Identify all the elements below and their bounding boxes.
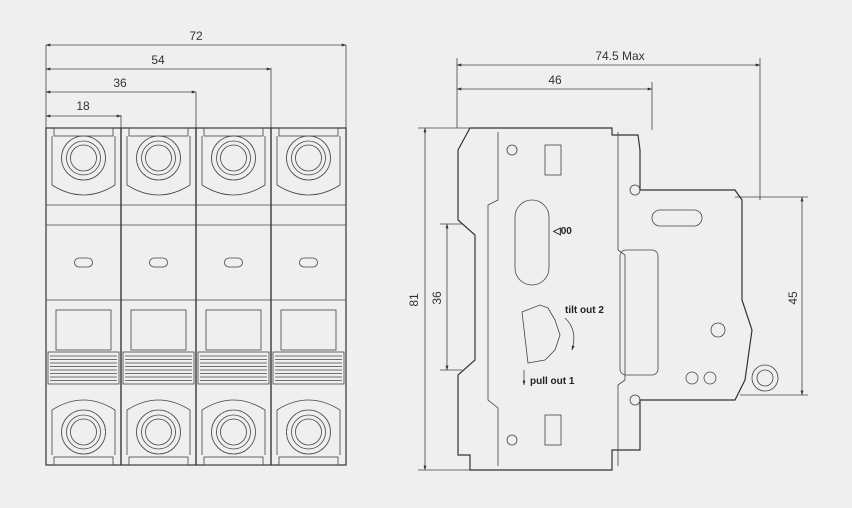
- dim-label-depth-max: 74.5 Max: [595, 49, 644, 63]
- dim-label-36: 36: [113, 76, 127, 90]
- breaker-pole: [195, 127, 272, 466]
- window-slot-icon: [74, 257, 93, 268]
- gear-icon: [751, 364, 779, 392]
- dim-label-45: 45: [786, 291, 800, 305]
- mounting-diagram-icon: [521, 304, 561, 364]
- side-view-breaker: ◁00 tilt out 2 pull out 1: [457, 127, 779, 471]
- dim-label-54: 54: [151, 53, 165, 67]
- side-slot: [514, 199, 550, 286]
- window-slot-icon: [299, 257, 318, 268]
- dim-label-81: 81: [407, 293, 421, 307]
- side-slider: [651, 209, 703, 227]
- terminal-label-bottom: [544, 414, 562, 446]
- dim-label-36-rail: 36: [430, 291, 444, 305]
- toggle-handle[interactable]: [55, 309, 112, 351]
- dim-label-18: 18: [76, 99, 90, 113]
- breaker-pole: [120, 127, 197, 466]
- terminal-label-top: [544, 144, 562, 176]
- toggle-handle[interactable]: [205, 309, 262, 351]
- indicator-label: ◁00: [552, 226, 572, 237]
- side-inner-right: [617, 132, 626, 466]
- tilt-arrow-icon: [564, 317, 575, 351]
- side-window: [619, 249, 659, 376]
- dim-label-46: 46: [548, 73, 562, 87]
- tilt-out-label: tilt out 2: [565, 305, 604, 316]
- side-outline: [457, 127, 753, 471]
- toggle-handle[interactable]: [130, 309, 187, 351]
- side-dimensions: 74.5 Max 46 81 36 45: [407, 49, 808, 471]
- pull-out-label: pull out 1: [530, 376, 575, 387]
- window-slot-icon: [149, 257, 168, 268]
- toggle-handle[interactable]: [280, 309, 337, 351]
- window-slot-icon: [224, 257, 243, 268]
- side-inner-left: [487, 132, 499, 466]
- front-view-breaker: [45, 127, 347, 466]
- front-dimensions: 72 54 36 18: [45, 29, 347, 128]
- breaker-pole: [45, 127, 122, 466]
- dim-label-72: 72: [189, 29, 203, 43]
- breaker-pole: [270, 127, 347, 466]
